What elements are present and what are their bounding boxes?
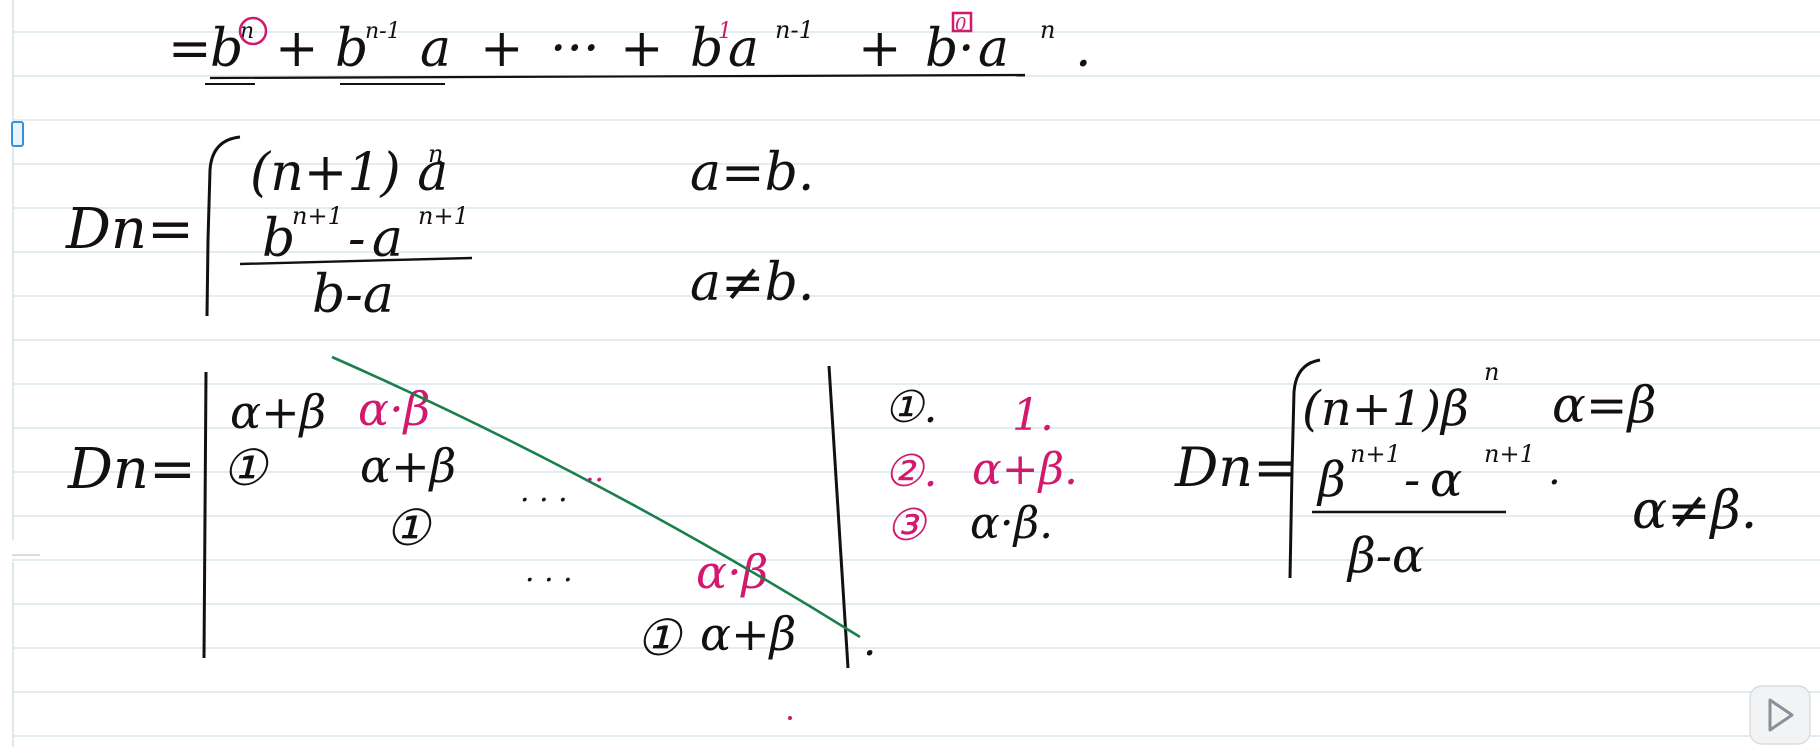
cases-list-1-num-text: ②. <box>884 446 937 497</box>
play-button[interactable] <box>1749 685 1811 745</box>
top-line-plus2-text: + <box>480 19 524 79</box>
top-expansion-line: = b n + b n-1 a + ··· + b 1 a n-1 + b 0 … <box>168 11 1092 85</box>
circled-exponent-mark <box>238 16 268 46</box>
top-line-term2-exp-text: n-1 <box>365 19 401 44</box>
dn2-case2-num-b-text: α <box>1430 452 1462 508</box>
dn2-case2-den-text: β-α <box>1346 528 1424 584</box>
dn1-case2-cond-text: a≠b. <box>690 253 814 313</box>
dn-cases-ab: Dn= (n+1) a n a=b. b n+1 - a n+1 b-a a≠b… <box>65 135 814 325</box>
dn-cases-alpha-beta: Dn= (n+1)β n α=β β n+1 - α n+1 . β-α α≠β… <box>1174 358 1757 584</box>
matrix-r1c2-text: α·β <box>358 382 430 436</box>
top-line-plus3-text: + <box>620 19 664 79</box>
dn2-case2-num-a-text: β <box>1316 452 1346 508</box>
right-brace <box>1288 358 1321 579</box>
dn2-case2-num-minus-text: - <box>1404 452 1420 508</box>
page-margin-bar <box>12 0 14 540</box>
tridiagonal-determinant: Dn= α+β α·β ① α+β ·· ① · · · · · · α·β ①… <box>67 355 876 720</box>
dn1-case2-num-a-text: b <box>262 209 295 269</box>
dn2-case2-num-b-exp-text: n+1 <box>1484 440 1535 468</box>
top-line-term4-dot-text: · <box>958 19 975 79</box>
case-list: ①. 1. ②. α+β. ③ α·β. <box>884 382 1078 551</box>
dn2-case2-dot-text: . <box>1548 448 1561 494</box>
green-diagonal-line <box>331 355 861 639</box>
dn1-label-text: Dn= <box>65 197 194 262</box>
dn2-case1-cond-text: α=β <box>1552 376 1657 434</box>
matrix-last-ab-text: α+β <box>700 607 796 661</box>
top-line-term3-var-exp-text: n-1 <box>775 16 814 44</box>
top-line-term3-exp-text: 1 <box>718 19 732 44</box>
dn2-case1-exp-text: n <box>1484 358 1499 386</box>
dn1-case2-num-b-exp-text: n+1 <box>418 202 469 230</box>
top-line-plus1-text: + <box>275 19 319 79</box>
top-line-term1-base-text: b <box>210 19 243 79</box>
matrix-dots1-text: · · · <box>520 483 568 518</box>
top-line-prefix-text: = <box>168 19 212 79</box>
matrix-last-one-text: ① <box>636 609 683 667</box>
top-line-term1-exp-text: n <box>240 19 254 44</box>
top-line-term4-var-text: a <box>978 19 1009 79</box>
dn2-case2-num-a-exp-text: n+1 <box>1350 440 1401 468</box>
dn1-case2-den-text: b-a <box>312 265 394 325</box>
cases-list-0-num-text: ①. <box>884 382 937 433</box>
top-line-term4-var-exp-text: n <box>1040 16 1055 44</box>
matrix-r1c1-text: α+β <box>230 385 326 439</box>
dn2-case1-expr-text: (n+1)β <box>1302 381 1469 437</box>
dn1-case1-expr-text: (n+1) a <box>250 143 448 203</box>
top-line-term2-var-text: a <box>420 19 451 79</box>
matrix-r2c2-text: α+β <box>360 439 456 493</box>
cases-list-0-val-text: 1. <box>1012 390 1054 441</box>
top-line-plus4-text: + <box>858 19 902 79</box>
det-bar-right <box>827 365 850 669</box>
top-line-term2-base-text: b <box>335 19 368 79</box>
cases-list-2-val-text: α·β. <box>970 498 1053 549</box>
top-line-end-text: . <box>1075 19 1092 79</box>
dn1-case2-num-minus-text: - <box>348 209 366 269</box>
matrix-r3c2-text: ① <box>385 499 432 557</box>
top-line-term3-base-text: b <box>690 19 723 79</box>
fraction-bar <box>239 256 473 266</box>
dn1-case1-cond-text: a=b. <box>690 143 814 203</box>
matrix-r2c1-text: ① <box>222 439 269 497</box>
dn2-case2-cond-text: α≠β. <box>1632 481 1757 541</box>
matrix-label-text: Dn= <box>67 437 196 502</box>
top-line-dots-text: ··· <box>550 19 600 79</box>
cases-list-2-num-text: ③ <box>886 500 928 551</box>
boxed-exponent-mark <box>951 11 973 33</box>
top-line-term3-var-text: a <box>728 19 759 79</box>
matrix-dots-pink-text: ·· <box>585 463 604 498</box>
ruled-lines <box>12 31 1820 737</box>
dn1-case2-num-a-exp-text: n+1 <box>292 202 343 230</box>
top-line-term4-exp-text: 0 <box>955 14 966 35</box>
dn2-label-text: Dn= <box>1174 436 1298 499</box>
underline-long <box>209 73 1026 80</box>
det-bar-left <box>202 371 208 659</box>
cases-list-1-val-text: α+β. <box>972 444 1078 495</box>
matrix-last-pink-text: α·β <box>696 545 768 599</box>
matrix-end-dot-text: . <box>863 616 876 665</box>
matrix-dots2-text: · · · <box>525 563 573 598</box>
dn1-case1-exp-text: n <box>428 140 443 168</box>
stray-dot <box>788 716 792 720</box>
scroll-handle[interactable] <box>11 121 24 147</box>
left-brace <box>205 135 241 317</box>
page-margin-bar-lower <box>12 562 14 747</box>
play-icon <box>1768 698 1794 732</box>
